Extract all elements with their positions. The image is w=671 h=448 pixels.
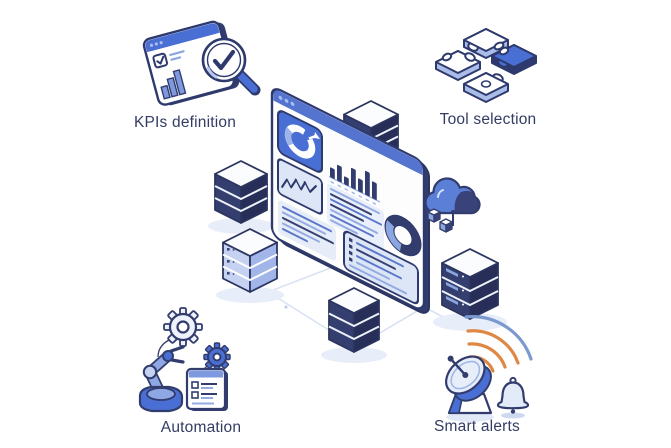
data-cube-icon — [427, 208, 453, 233]
server-stack-right-icon — [441, 248, 499, 320]
mini-bar-chart-icon — [160, 69, 187, 100]
server-stack-bottom-icon — [328, 287, 380, 353]
cloud-icon — [424, 177, 481, 233]
dashboard-bottom-text-panel — [278, 200, 336, 261]
checkbox-icon — [152, 52, 169, 69]
sync-donut-chart-icon — [277, 110, 323, 173]
dashboard-titlebar — [273, 90, 423, 176]
label-smart-alerts: Smart alerts — [434, 418, 520, 435]
puzzle-piece-right — [491, 44, 537, 75]
dashboard-text-lines — [327, 184, 384, 250]
dashboard-window-icon — [270, 88, 430, 314]
bar-chart-icon — [329, 164, 380, 205]
label-kpis-definition: KPIs definition — [134, 114, 236, 131]
automation-icon — [138, 307, 231, 413]
puzzle-piece-left — [435, 50, 481, 81]
donut-chart-icon — [384, 214, 422, 257]
dashboard-checklist-panel — [343, 230, 419, 305]
gear-large-icon — [163, 307, 203, 347]
label-tool-selection: Tool selection — [440, 111, 537, 128]
bell-icon — [496, 376, 530, 419]
server-stack-left-lower-icon — [222, 228, 278, 293]
magnifier-check-icon — [201, 37, 261, 96]
stack-shadows — [208, 218, 507, 363]
satellite-dish-icon — [445, 355, 494, 422]
gear-small-icon — [203, 342, 231, 372]
document-icon — [185, 367, 228, 411]
smart-alerts-icon — [445, 315, 533, 422]
puzzle-piece-top — [463, 28, 509, 59]
server-stack-left-upper-icon — [214, 160, 268, 224]
puzzle-pieces-icon — [435, 28, 537, 103]
label-automation: Automation — [161, 419, 241, 436]
robot-arm-icon — [138, 345, 185, 413]
puzzle-piece-bottom — [463, 72, 509, 103]
line-chart-icon — [277, 158, 323, 215]
